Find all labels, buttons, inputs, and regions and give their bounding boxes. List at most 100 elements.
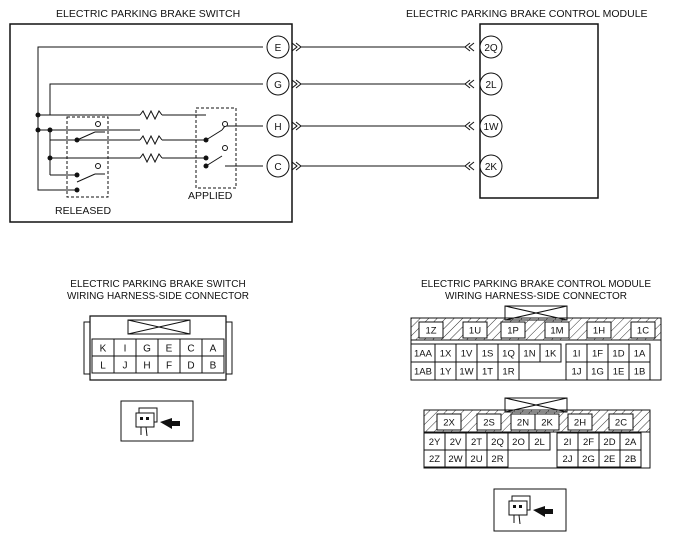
module-connector-title-1: ELECTRIC PARKING BRAKE CONTROL MODULE <box>421 279 651 290</box>
module-upper-cavity <box>628 361 651 381</box>
module-pin-label: 2K <box>485 162 498 173</box>
switch-connector-pin: D <box>187 361 194 372</box>
module-lower-pin: 2F <box>583 437 594 448</box>
module-upper-pin: 1T <box>482 367 493 378</box>
module-lower-pin: 2R <box>491 454 503 465</box>
module-lower-pin: 2X <box>443 418 455 429</box>
module-upper-cavity <box>500 321 526 339</box>
module-lower-pin: 2B <box>625 454 637 465</box>
switch-connector-pin: A <box>210 344 217 355</box>
switch-pin-label: E <box>275 43 282 54</box>
switch-pin-label: C <box>274 162 281 173</box>
module-box <box>479 23 599 199</box>
switch-connector-pin: B <box>210 361 217 372</box>
module-upper-pin: 1A <box>634 349 646 360</box>
module-connector-pictogram <box>493 488 567 532</box>
module-upper-cavity <box>418 321 444 339</box>
module-upper-pin: 1I <box>573 349 581 360</box>
module-upper-pin: 1K <box>545 349 557 360</box>
switch-connector-pin: K <box>100 344 107 355</box>
module-upper-cavity <box>586 321 612 339</box>
module-upper-cavity <box>539 343 562 363</box>
module-upper-pin: 1F <box>592 349 603 360</box>
module-lower-pin: 2G <box>582 454 595 465</box>
module-lower-cavity <box>608 413 634 431</box>
module-upper-pin: 1Z <box>425 326 436 337</box>
module-upper-pin: 1G <box>591 367 604 378</box>
module-pin-circle <box>479 154 503 178</box>
switch-connector-pin: F <box>166 361 172 372</box>
module-upper-pin: 1M <box>550 326 563 337</box>
switch-connector-pin: E <box>166 344 173 355</box>
connector-chevron <box>291 79 302 89</box>
connector-chevron <box>464 121 475 131</box>
connector-chevron <box>464 79 475 89</box>
module-lower-cavity <box>486 449 509 468</box>
module-pin-circle <box>479 72 503 96</box>
module-lower-pin: 2U <box>470 454 482 465</box>
applied-label: APPLIED <box>188 190 233 202</box>
module-lower-pin: 2D <box>603 437 615 448</box>
module-upper-pin: 1D <box>612 349 624 360</box>
module-connector-title-2: WIRING HARNESS-SIDE CONNECTOR <box>445 291 627 302</box>
module-upper-pin: 1V <box>461 349 473 360</box>
module-lower-pin: 2W <box>448 454 462 465</box>
released-label: RELEASED <box>55 205 111 217</box>
connector-chevron <box>464 161 475 171</box>
module-lower-cavity <box>534 413 560 431</box>
module-upper-pin: 1AB <box>414 367 432 378</box>
module-upper-pin: 1C <box>637 326 649 337</box>
wire-row: H 1W <box>266 114 503 138</box>
released-switch-frame <box>66 116 109 198</box>
switch-title: ELECTRIC PARKING BRAKE SWITCH <box>56 8 240 20</box>
module-lower-cavity <box>436 413 462 431</box>
switch-connector-pictogram <box>120 400 194 442</box>
switch-connector-title-1: ELECTRIC PARKING BRAKE SWITCH <box>70 279 245 290</box>
module-upper-pin: 1W <box>459 367 473 378</box>
wire-row: E 2Q <box>266 35 503 59</box>
module-upper-pin: 1H <box>593 326 605 337</box>
switch-connector-pin: I <box>124 344 127 355</box>
module-lower-cavity <box>619 449 642 468</box>
switch-pin-circle <box>266 72 290 96</box>
module-lower-pin: 2J <box>562 454 572 465</box>
switch-connector-pin: C <box>187 344 194 355</box>
switch-pin-label: H <box>274 122 281 133</box>
module-upper-pin: 1J <box>571 367 581 378</box>
module-upper-pin: 1S <box>482 349 494 360</box>
module-upper-pin: 1Q <box>502 349 515 360</box>
module-upper-pin: 1R <box>502 367 514 378</box>
switch-connector-pin: G <box>143 344 151 355</box>
module-pin-label: 1W <box>484 122 500 133</box>
module-lower-pin: 2L <box>534 437 545 448</box>
module-upper-pin: 1X <box>440 349 452 360</box>
module-upper-pin: 1U <box>469 326 481 337</box>
connector-chevron <box>464 42 475 52</box>
switch-connector-pin: J <box>123 361 128 372</box>
module-upper-pin: 1Y <box>440 367 452 378</box>
open-contacts <box>95 121 228 169</box>
switch-connector-body <box>83 315 233 381</box>
module-upper-cavity <box>630 321 656 339</box>
module-lower-pin: 2E <box>604 454 616 465</box>
module-lower-cavity <box>528 432 551 451</box>
module-upper-pin: 1P <box>507 326 519 337</box>
module-title: ELECTRIC PARKING BRAKE CONTROL MODULE <box>406 8 648 20</box>
module-upper-pin: 1N <box>523 349 535 360</box>
connector-chevron <box>291 121 302 131</box>
module-lower-pin: 2C <box>615 418 627 429</box>
module-lower-pin: 2V <box>450 437 462 448</box>
module-pin-label: 2Q <box>484 43 498 54</box>
wire-row: C 2K <box>266 154 503 178</box>
module-lower-pin: 2S <box>483 418 495 429</box>
connector-chevron <box>291 42 302 52</box>
switch-connector-pin: L <box>100 361 106 372</box>
switch-pin-circle <box>266 154 290 178</box>
applied-switch-frame <box>195 107 237 189</box>
switch-pin-label: G <box>274 80 282 91</box>
module-lower-pin: 2A <box>625 437 637 448</box>
module-lower-cavity <box>476 413 502 431</box>
module-lower-pin: 2Z <box>429 454 440 465</box>
